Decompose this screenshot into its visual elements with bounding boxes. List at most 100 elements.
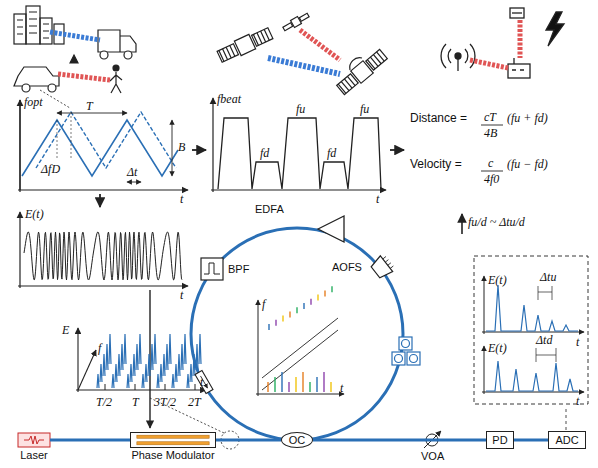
comb-spike — [163, 354, 165, 376]
diagram-label: c — [488, 157, 493, 170]
comb-spike — [100, 364, 102, 382]
comb-spike — [166, 344, 168, 370]
flow-arrow — [99, 194, 101, 207]
comb-spike — [97, 374, 99, 388]
pulse-plots — [482, 276, 584, 394]
loop-shift-plot — [256, 286, 344, 396]
comb-spike — [199, 334, 201, 364]
fiber-link — [514, 439, 548, 442]
comb-spike — [136, 344, 138, 370]
comb-spike — [187, 374, 189, 388]
satellite-scene — [216, 12, 388, 97]
comb-spike — [118, 354, 120, 376]
diagram-label: t — [576, 336, 579, 349]
comb-spike — [106, 344, 108, 370]
shift-spike — [274, 377, 275, 392]
comb-spike — [133, 354, 135, 376]
trend-arrow — [461, 214, 463, 234]
fraction-bar — [481, 125, 503, 171]
beat-plot — [211, 98, 386, 192]
comb-spike — [148, 354, 150, 376]
diagram-label: 2T — [188, 396, 201, 409]
comb-spike — [142, 374, 144, 388]
diagram-label: fopt — [24, 96, 43, 109]
diagram-label: fu/d ~ Δtu/d — [468, 216, 525, 229]
shift-spike — [268, 324, 269, 330]
comb-spike — [139, 334, 141, 364]
delay-fiber-spools — [392, 337, 420, 365]
comb-spike — [151, 344, 153, 370]
comb-spike — [154, 334, 156, 364]
chirp-plot — [18, 100, 188, 192]
diagram-label: Δtd — [536, 334, 552, 347]
aofs-symbol — [369, 253, 395, 280]
diagram-label: cT — [484, 111, 496, 124]
diagram-label: Δtu — [540, 271, 556, 284]
shift-spike — [282, 316, 283, 322]
diagram-label: fd — [260, 147, 269, 160]
comb-spike — [172, 374, 174, 388]
fiber-link — [50, 439, 130, 442]
diagram-label: t — [180, 193, 183, 206]
city-scene — [14, 6, 136, 93]
diagram-label: t — [340, 382, 343, 395]
diagram-label: BPF — [228, 264, 249, 276]
diagram-label: t — [200, 376, 203, 389]
shift-spike — [316, 377, 317, 392]
fiber-link — [313, 439, 486, 442]
diagram-label: f — [262, 298, 265, 311]
zoom-inset — [474, 256, 588, 404]
laser-source: Laser — [18, 433, 50, 447]
diagram-label: E — [62, 324, 69, 337]
fiber-link — [216, 439, 281, 442]
leader-line — [40, 90, 70, 108]
edfa-symbol — [318, 216, 344, 242]
comb-spike — [121, 344, 123, 370]
comb-spike — [145, 364, 147, 382]
comb-spike — [181, 344, 183, 370]
comb-spike — [130, 364, 132, 382]
shift-spike — [317, 295, 318, 301]
fiber-loop — [191, 228, 403, 440]
node-label: PD — [492, 435, 507, 446]
shift-spike — [331, 286, 332, 292]
diagram-label: 4f0 — [484, 173, 499, 186]
optical-coupler: OC — [281, 432, 313, 448]
radio-beam — [518, 20, 523, 58]
shift-spike — [330, 382, 331, 392]
zoom-leader — [566, 406, 567, 430]
diagram-label: Distance = — [410, 112, 467, 125]
diagram-label: E(t) — [488, 274, 507, 287]
diagram-label: AOFS — [332, 262, 362, 274]
photodetector: PD — [486, 431, 514, 449]
shift-spike — [323, 372, 324, 392]
diagram-label: (fu + fd) — [507, 112, 548, 125]
shift-spike — [324, 290, 325, 296]
comb-spike — [175, 364, 177, 382]
field-plot — [18, 212, 188, 288]
comb-plot — [76, 328, 206, 392]
shift-spike — [303, 303, 304, 309]
diagram-label: t — [180, 289, 183, 302]
diagram-label: T — [86, 100, 93, 113]
diagram-label: Δt — [126, 166, 138, 179]
shift-spike — [275, 320, 276, 326]
shift-spike — [295, 377, 296, 392]
diagram-label: E(t) — [25, 208, 44, 221]
laser-beam — [300, 30, 340, 60]
laser-beam — [58, 74, 110, 80]
diagram-label: fd — [327, 147, 336, 160]
node-label: Laser — [20, 450, 48, 461]
comb-spike — [112, 374, 114, 388]
wireless-scene — [441, 8, 564, 78]
flow-arrow — [192, 149, 206, 151]
flow-arrow — [390, 149, 404, 151]
comb-spike — [124, 334, 126, 364]
comb-spike — [190, 364, 192, 382]
comb-spike — [103, 354, 105, 376]
diagram-label: E(t) — [488, 342, 507, 355]
shift-spike — [281, 372, 282, 392]
comb-spike — [178, 354, 180, 376]
